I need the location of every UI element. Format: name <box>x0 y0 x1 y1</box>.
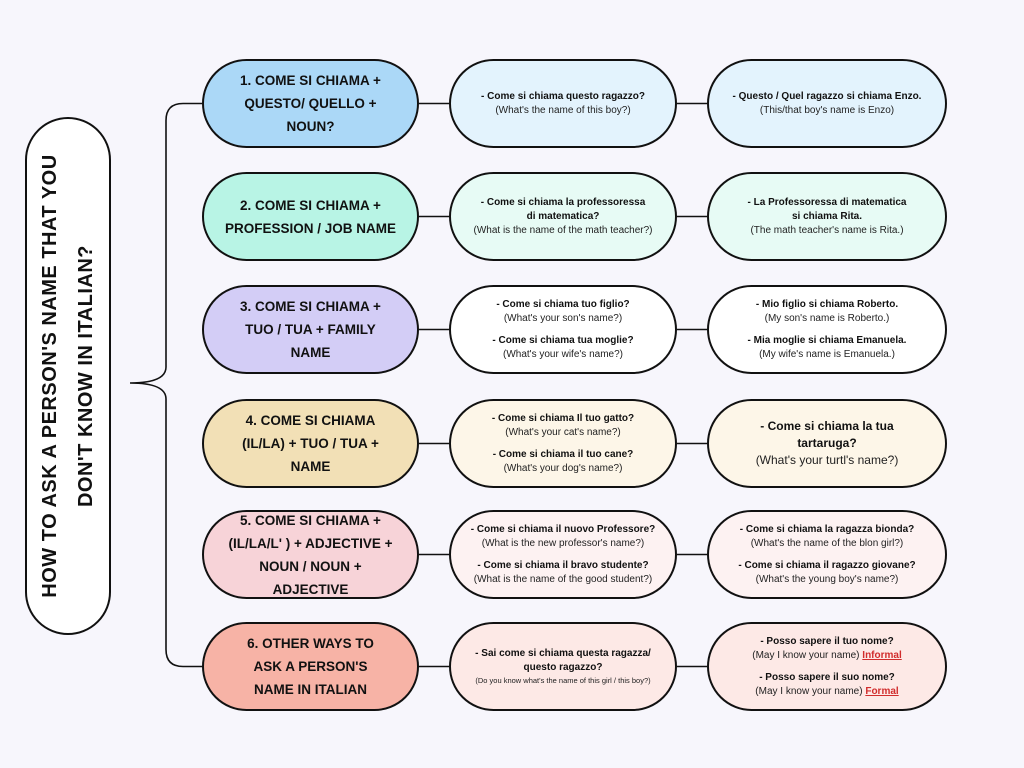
answer-box-2: - La Professoressa di matematica si chia… <box>707 172 947 261</box>
example-box-1: - Come si chiama questo ragazzo? (What's … <box>449 59 677 148</box>
answer-translation: (May I know your name) Formal <box>755 685 898 699</box>
answer-box-3: - Mio figlio si chiama Roberto. (My son's… <box>707 285 947 374</box>
example-phrase: - Sai come si chiama questa ragazza/ que… <box>475 648 651 673</box>
answer-phrase: - Come si chiama la tua tartaruga? <box>760 419 894 450</box>
answer-translation: (What's the young boy's name?) <box>756 573 899 587</box>
example-translation: (What's your dog's name?) <box>504 462 623 476</box>
example-phrase: - Come si chiama la professoressa di mat… <box>480 196 646 222</box>
translation-text: (What's your dog's name?) <box>503 462 623 474</box>
answer-box-1: - Questo / Quel ragazzo si chiama Enzo. (… <box>707 59 947 148</box>
answer-phrase: - Posso sapere il tuo nome? <box>760 635 894 647</box>
translation-text: (What's the name of the blon girl?) <box>750 537 904 549</box>
example-translation: (What's your son's name?) <box>504 312 622 326</box>
answer-phrase: - Posso sapere il suo nome? <box>759 671 895 683</box>
example-box-6: - Sai come si chiama questa ragazza/ que… <box>449 622 677 711</box>
translation-text: (What's your wife's name?) <box>503 348 623 360</box>
example-phrase: - Come si chiama il bravo studente? <box>477 559 649 571</box>
example-box-3: - Come si chiama tuo figlio? (What's your… <box>449 285 677 374</box>
example-phrase: - Come si chiama il tuo cane? <box>492 448 634 460</box>
example-translation: (What's your wife's name?) <box>503 348 623 362</box>
category-label: 1. COME SI CHIAMA + QUESTO/ QUELLO + NOU… <box>240 73 381 134</box>
translation-text: (May I know your name) <box>752 649 863 661</box>
example-phrase: - Come si chiama il nuovo Professore? <box>470 523 656 535</box>
category-3: 3. COME SI CHIAMA + TUO / TUA + FAMILY N… <box>202 285 419 374</box>
answer-phrase: - La Professoressa di matematica si chia… <box>747 196 907 222</box>
answer-phrase: - Mio figlio si chiama Roberto. <box>755 298 899 310</box>
category-5: 5. COME SI CHIAMA + (IL/LA/L' ) + ADJECT… <box>202 510 419 599</box>
translation-text: (What's your son's name?) <box>503 312 623 324</box>
translation-text: (My son's name is Roberto.) <box>764 312 890 324</box>
answer-phrase: - Come si chiama la ragazza bionda? <box>739 523 915 535</box>
example-phrase: - Come si chiama tuo figlio? <box>496 298 630 310</box>
answer-translation: (What's your turtl's name?) <box>756 452 899 469</box>
category-2: 2. COME SI CHIAMA + PROFESSION / JOB NAM… <box>202 172 419 261</box>
answer-phrase: - Come si chiama il ragazzo giovane? <box>738 559 916 571</box>
answer-box-6: - Posso sapere il tuo nome? (May I know y… <box>707 622 947 711</box>
translation-text: (The math teacher's name is Rita.) <box>750 224 904 236</box>
curly-brace <box>129 102 207 668</box>
translation-text: (May I know your name) <box>755 685 866 697</box>
answer-box-5: - Come si chiama la ragazza bionda? (What… <box>707 510 947 599</box>
translation-text: (What is the name of the math teacher?) <box>473 224 653 236</box>
category-label: 5. COME SI CHIAMA + (IL/LA/L' ) + ADJECT… <box>228 512 393 597</box>
category-label: 3. COME SI CHIAMA + TUO / TUA + FAMILY N… <box>240 299 381 360</box>
translation-text: (What's your cat's name?) <box>505 426 621 438</box>
example-box-4: - Come si chiama Il tuo gatto? (What's yo… <box>449 399 677 488</box>
answer-phrase: - Questo / Quel ragazzo si chiama Enzo. <box>732 90 922 102</box>
register-tag: Formal <box>865 685 899 697</box>
category-1: 1. COME SI CHIAMA + QUESTO/ QUELLO + NOU… <box>202 59 419 148</box>
category-label: 6. OTHER WAYS TO ASK A PERSON'S NAME IN … <box>247 636 374 697</box>
example-translation: (What is the name of the good student?) <box>474 573 652 587</box>
answer-translation: (May I know your name) Informal <box>752 649 902 663</box>
translation-text: (Do you know what's the name of this gir… <box>475 676 651 685</box>
example-phrase: - Come si chiama questo ragazzo? <box>481 90 645 102</box>
example-phrase: - Come si chiama tua moglie? <box>492 334 634 346</box>
main-title: HOW TO ASK A PERSON'S NAME THAT YOU DON'… <box>39 154 97 598</box>
translation-text: (What's your turtl's name?) <box>755 453 899 467</box>
translation-text: (What's the name of this boy?) <box>495 104 631 116</box>
answer-translation: (My wife's name is Emanuela.) <box>759 348 895 362</box>
translation-text: (My wife's name is Emanuela.) <box>759 348 895 360</box>
example-translation: (What is the new professor's name?) <box>482 537 645 551</box>
translation-text: (What is the name of the good student?) <box>473 573 653 585</box>
answer-translation: (The math teacher's name is Rita.) <box>750 224 903 238</box>
example-translation: (What is the name of the math teacher?) <box>474 224 653 238</box>
example-phrase: - Come si chiama Il tuo gatto? <box>491 412 635 424</box>
answer-translation: (What's the name of the blon girl?) <box>751 537 904 551</box>
example-box-5: - Come si chiama il nuovo Professore? (Wh… <box>449 510 677 599</box>
translation-text: (What is the new professor's name?) <box>481 537 645 549</box>
example-translation: (What's your cat's name?) <box>505 426 621 440</box>
example-translation: (Do you know what's the name of this gir… <box>475 675 650 686</box>
category-4: 4. COME SI CHIAMA (IL/LA) + TUO / TUA + … <box>202 399 419 488</box>
example-translation: (What's the name of this boy?) <box>495 104 630 118</box>
answer-translation: (My son's name is Roberto.) <box>765 312 890 326</box>
answer-translation: (This/that boy's name is Enzo) <box>760 104 894 118</box>
category-label: 2. COME SI CHIAMA + PROFESSION / JOB NAM… <box>224 197 397 236</box>
category-label: 4. COME SI CHIAMA (IL/LA) + TUO / TUA + … <box>242 413 379 474</box>
translation-text: (This/that boy's name is Enzo) <box>759 104 895 116</box>
example-box-2: - Come si chiama la professoressa di mat… <box>449 172 677 261</box>
answer-phrase: - Mia moglie si chiama Emanuela. <box>747 334 907 346</box>
translation-text: (What's the young boy's name?) <box>755 573 899 585</box>
category-6: 6. OTHER WAYS TO ASK A PERSON'S NAME IN … <box>202 622 419 711</box>
title-pill: HOW TO ASK A PERSON'S NAME THAT YOU DON'… <box>25 117 111 635</box>
answer-box-4: - Come si chiama la tua tartaruga? (What'… <box>707 399 947 488</box>
register-tag: Informal <box>862 649 902 661</box>
